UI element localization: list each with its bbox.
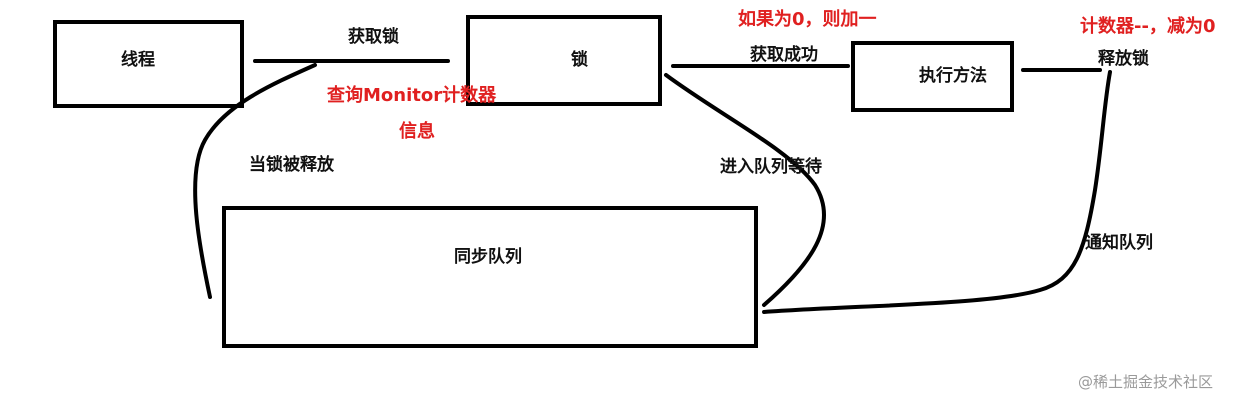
acquire-success-label: 获取成功 — [750, 45, 818, 65]
lock-label: 锁 — [571, 50, 588, 70]
execute-box — [851, 41, 1014, 112]
acquire-lock-label: 获取锁 — [348, 27, 399, 47]
release-return-curve — [193, 63, 317, 299]
sync-queue-label: 同步队列 — [454, 247, 522, 267]
watermark: @稀土掘金技术社区 — [1078, 373, 1214, 391]
thread-label: 线程 — [121, 50, 155, 70]
on-release-label: 当锁被释放 — [249, 155, 334, 175]
thread-box — [53, 20, 244, 108]
notify-queue-curve — [762, 70, 1112, 314]
query-monitor-note-line1: 查询Monitor计数器 — [327, 85, 497, 106]
query-monitor-note-line2: 信息 — [399, 121, 435, 142]
execute-label: 执行方法 — [919, 66, 987, 86]
if-zero-note: 如果为0，则加一 — [738, 9, 877, 30]
sync-queue-box — [222, 206, 758, 348]
notify-queue-label: 通知队列 — [1085, 233, 1153, 253]
enter-queue-label: 进入队列等待 — [720, 157, 822, 177]
decrement-note: 计数器--，减为0 — [1080, 16, 1216, 37]
enter-queue-curve — [664, 73, 826, 307]
release-lock-label: 释放锁 — [1098, 49, 1149, 69]
lock-box — [466, 15, 662, 106]
